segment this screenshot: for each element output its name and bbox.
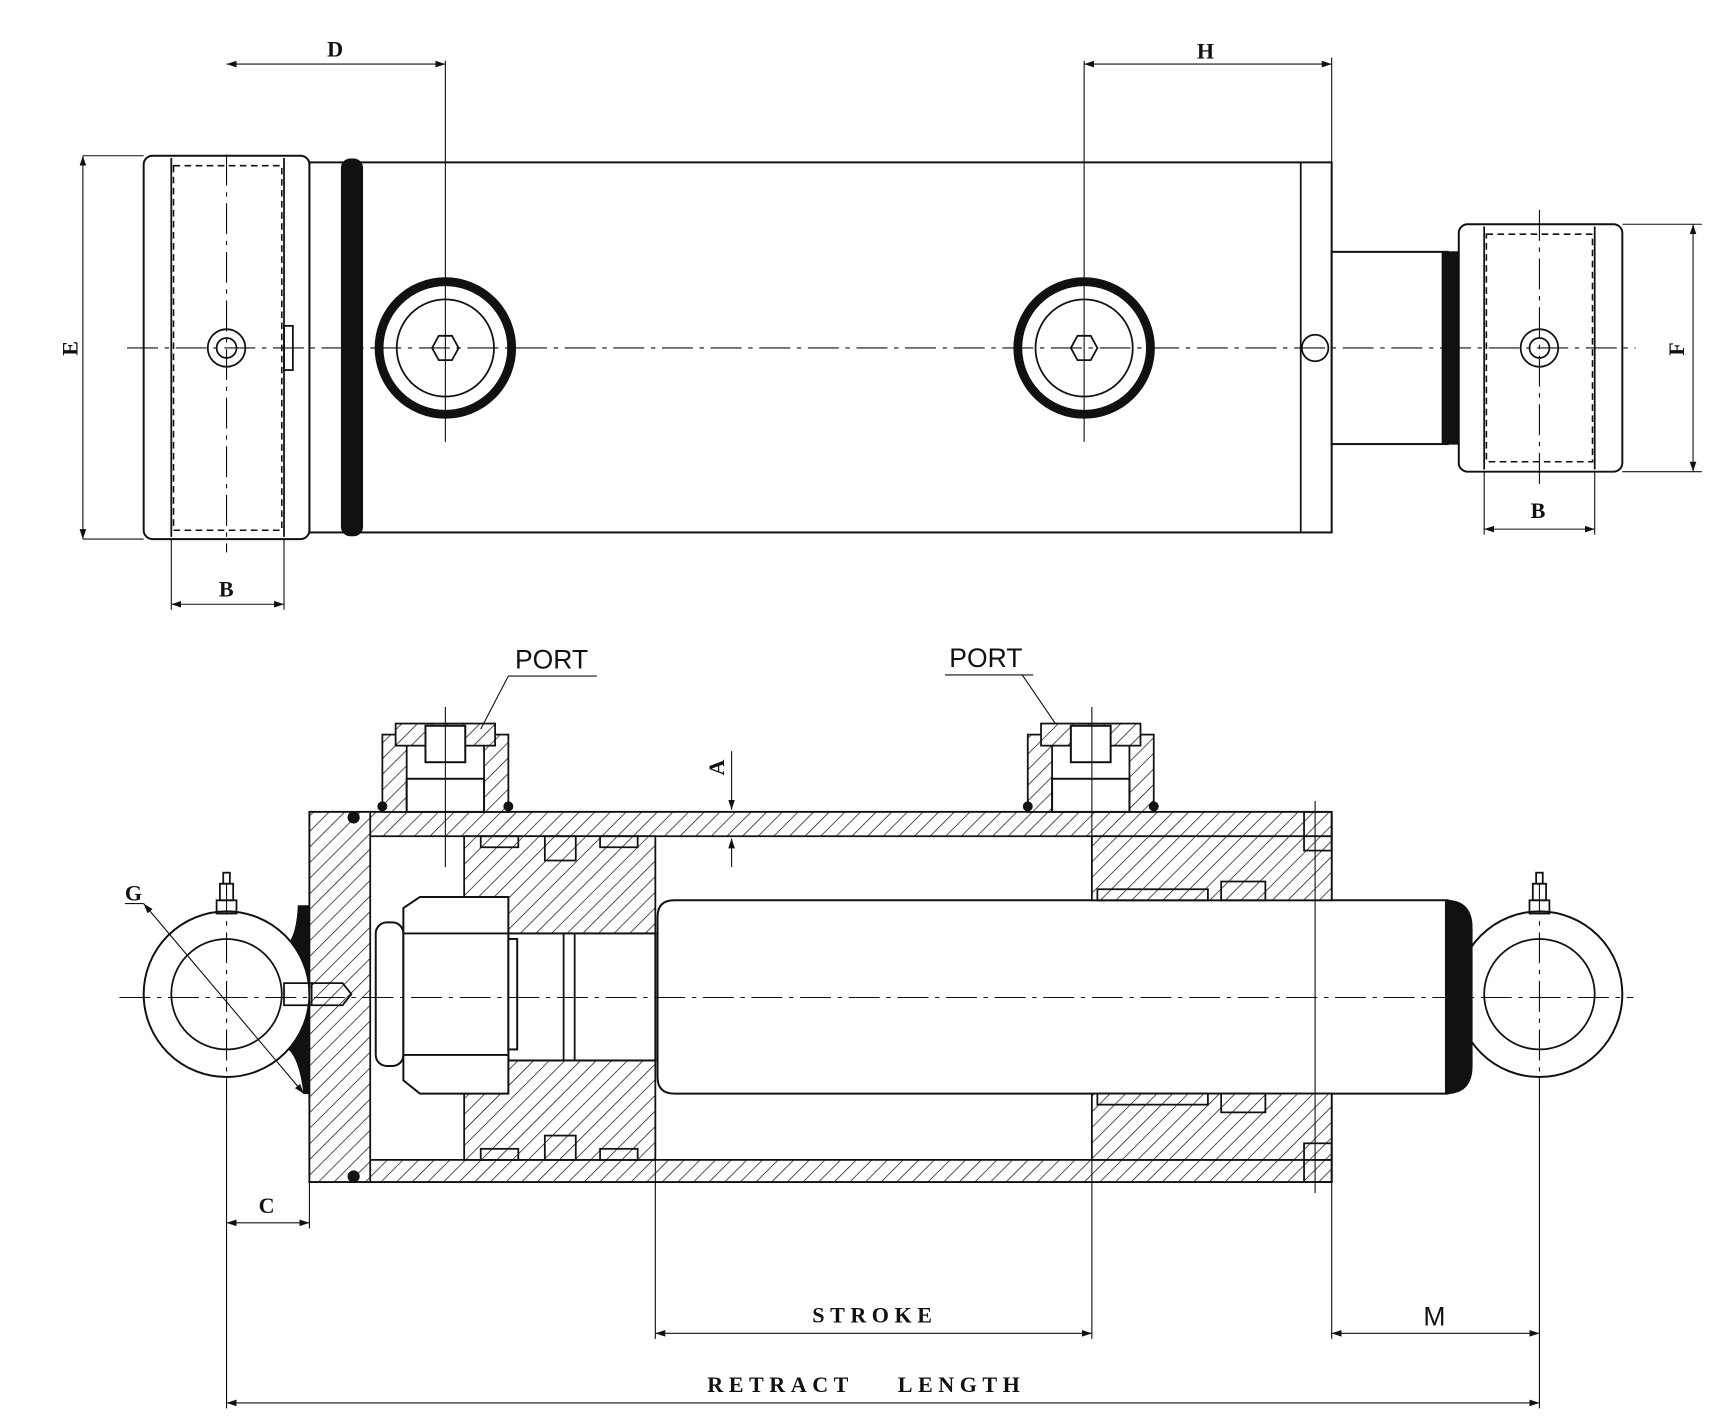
- dim-stroke: STROKE: [812, 1302, 937, 1327]
- gland-top: [1090, 835, 1333, 902]
- piston-rod: [656, 899, 1449, 1095]
- end-cap: [308, 811, 372, 1183]
- barrel-wall-top: [358, 811, 1333, 838]
- gland-bottom: [1090, 1092, 1333, 1161]
- dim-b-right: B: [1531, 498, 1546, 523]
- dim-g: G: [125, 880, 142, 905]
- barrel-wall-bottom: [358, 1159, 1333, 1183]
- dim-e: E: [57, 341, 82, 356]
- dim-a: A: [704, 759, 729, 775]
- dim-retract-length: RETRACT LENGTH: [707, 1372, 1025, 1397]
- dim-b-left: B: [219, 577, 234, 602]
- piston-nut: [374, 895, 519, 1095]
- port-label-left: PORT: [515, 644, 588, 674]
- top-view: D H E F B B: [57, 36, 1702, 610]
- port-label-right: PORT: [949, 643, 1022, 673]
- section-view: PORT PORT A G C STROKE M RETRACT LENGTH: [119, 643, 1634, 1409]
- dim-d: D: [327, 36, 343, 61]
- dim-f: F: [1664, 342, 1689, 355]
- dim-m: M: [1423, 1302, 1445, 1332]
- port-fitting-right: [1022, 722, 1159, 813]
- dim-c: C: [259, 1193, 275, 1218]
- dim-h: H: [1197, 39, 1214, 64]
